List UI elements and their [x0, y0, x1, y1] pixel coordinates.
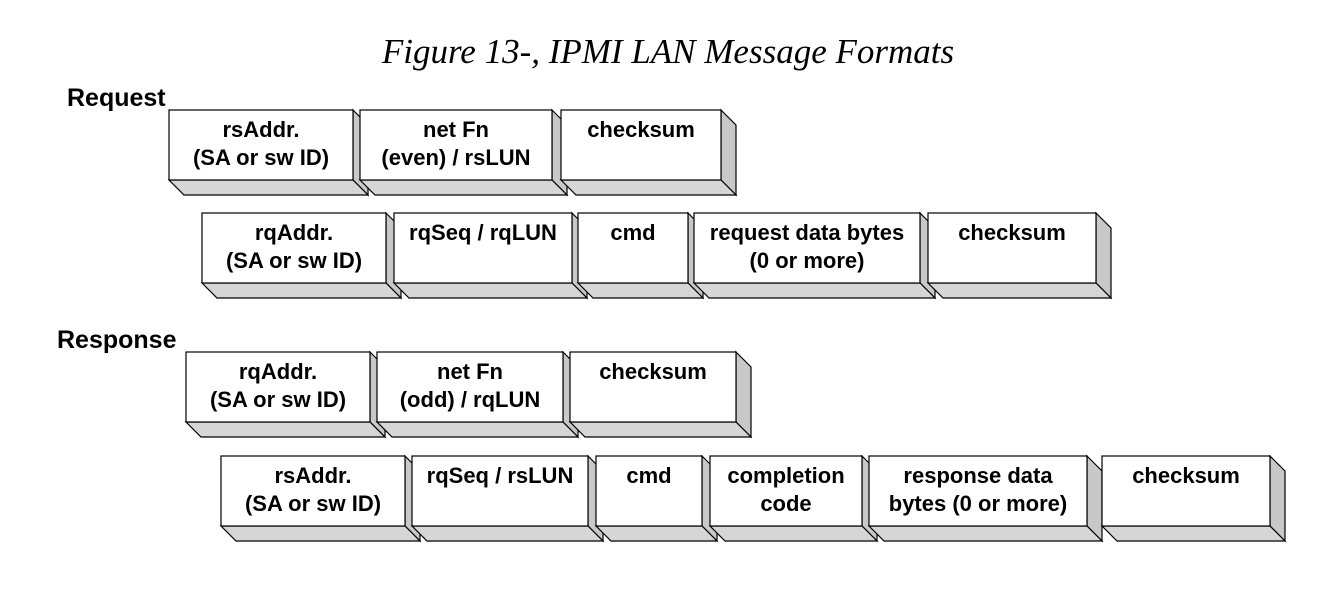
field-label: code: [760, 491, 811, 516]
field-label: rqSeq / rqLUN: [409, 220, 557, 245]
field-label: bytes (0 or more): [889, 491, 1068, 516]
box-front-face: [709, 455, 863, 527]
request-row-1: rsAddr. (SA or sw ID) net Fn (even) / rsLUN…: [167, 108, 738, 197]
field-label: cmd: [626, 463, 671, 488]
field-label: rqAddr.: [239, 359, 317, 384]
box-bottom-face: [375, 421, 580, 438]
field-label: net Fn: [437, 359, 503, 384]
field-label: (SA or sw ID): [210, 387, 346, 412]
field-box: rqAddr. (SA or sw ID): [200, 211, 403, 300]
field-box: rsAddr. (SA or sw ID): [167, 108, 370, 197]
request-label: Request: [67, 84, 166, 112]
box-bottom-face: [358, 179, 569, 196]
box-front-face: [569, 351, 737, 423]
field-label: (SA or sw ID): [245, 491, 381, 516]
box-front-face: [577, 212, 689, 284]
box-bottom-face: [692, 282, 937, 299]
box-bottom-face: [559, 179, 738, 196]
field-box: cmd: [594, 454, 719, 543]
field-box: cmd: [576, 211, 705, 300]
box-bottom-face: [200, 282, 403, 299]
box-front-face: [595, 455, 703, 527]
box-front-face: [927, 212, 1097, 284]
box-bottom-face: [1100, 525, 1287, 542]
field-label: completion: [727, 463, 844, 488]
box-bottom-face: [167, 179, 370, 196]
field-label: checksum: [1132, 463, 1240, 488]
field-box: checksum: [1100, 454, 1287, 543]
box-bottom-face: [926, 282, 1113, 299]
field-label: rsAddr.: [222, 117, 299, 142]
box-bottom-face: [594, 525, 719, 542]
field-label: rqSeq / rsLUN: [427, 463, 574, 488]
field-label: checksum: [599, 359, 707, 384]
field-box: rqSeq / rsLUN: [410, 454, 605, 543]
field-box: checksum: [568, 350, 753, 439]
box-bottom-face: [576, 282, 705, 299]
box-front-face: [393, 212, 573, 284]
field-label: (0 or more): [750, 248, 865, 273]
box-bottom-face: [392, 282, 589, 299]
field-box: completion code: [708, 454, 879, 543]
box-front-face: [693, 212, 921, 284]
figure-title: Figure 13-, IPMI LAN Message Formats: [381, 32, 955, 71]
request-row-2: rqAddr. (SA or sw ID) rqSeq / rqLUN cmd requ…: [200, 211, 1113, 300]
field-label: net Fn: [423, 117, 489, 142]
field-box: net Fn (odd) / rqLUN: [375, 350, 580, 439]
field-box: checksum: [559, 108, 738, 197]
response-row-1: rqAddr. (SA or sw ID) net Fn (odd) / rqLUN c…: [184, 350, 753, 439]
box-front-face: [868, 455, 1088, 527]
box-front-face: [411, 455, 589, 527]
field-box: checksum: [926, 211, 1113, 300]
box-front-face: [185, 351, 371, 423]
box-front-face: [168, 109, 354, 181]
response-label: Response: [57, 326, 177, 354]
field-label: rsAddr.: [274, 463, 351, 488]
box-bottom-face: [867, 525, 1104, 542]
box-bottom-face: [708, 525, 879, 542]
field-label: response data: [903, 463, 1053, 488]
field-label: checksum: [958, 220, 1066, 245]
field-box: rqSeq / rqLUN: [392, 211, 589, 300]
field-label: rqAddr.: [255, 220, 333, 245]
field-label: (odd) / rqLUN: [400, 387, 541, 412]
field-label: (SA or sw ID): [226, 248, 362, 273]
field-label: (even) / rsLUN: [381, 145, 530, 170]
box-front-face: [1101, 455, 1271, 527]
box-bottom-face: [219, 525, 422, 542]
box-bottom-face: [410, 525, 605, 542]
field-box: response data bytes (0 or more): [867, 454, 1104, 543]
box-front-face: [201, 212, 387, 284]
box-front-face: [359, 109, 553, 181]
box-bottom-face: [568, 421, 753, 438]
response-row-2: rsAddr. (SA or sw ID) rqSeq / rsLUN cmd comp…: [219, 454, 1287, 543]
box-front-face: [220, 455, 406, 527]
field-label: (SA or sw ID): [193, 145, 329, 170]
field-label: request data bytes: [710, 220, 904, 245]
box-bottom-face: [184, 421, 387, 438]
field-box: rqAddr. (SA or sw ID): [184, 350, 387, 439]
field-box: request data bytes (0 or more): [692, 211, 937, 300]
field-label: cmd: [610, 220, 655, 245]
field-box: net Fn (even) / rsLUN: [358, 108, 569, 197]
field-box: rsAddr. (SA or sw ID): [219, 454, 422, 543]
box-front-face: [560, 109, 722, 181]
box-front-face: [376, 351, 564, 423]
field-label: checksum: [587, 117, 695, 142]
